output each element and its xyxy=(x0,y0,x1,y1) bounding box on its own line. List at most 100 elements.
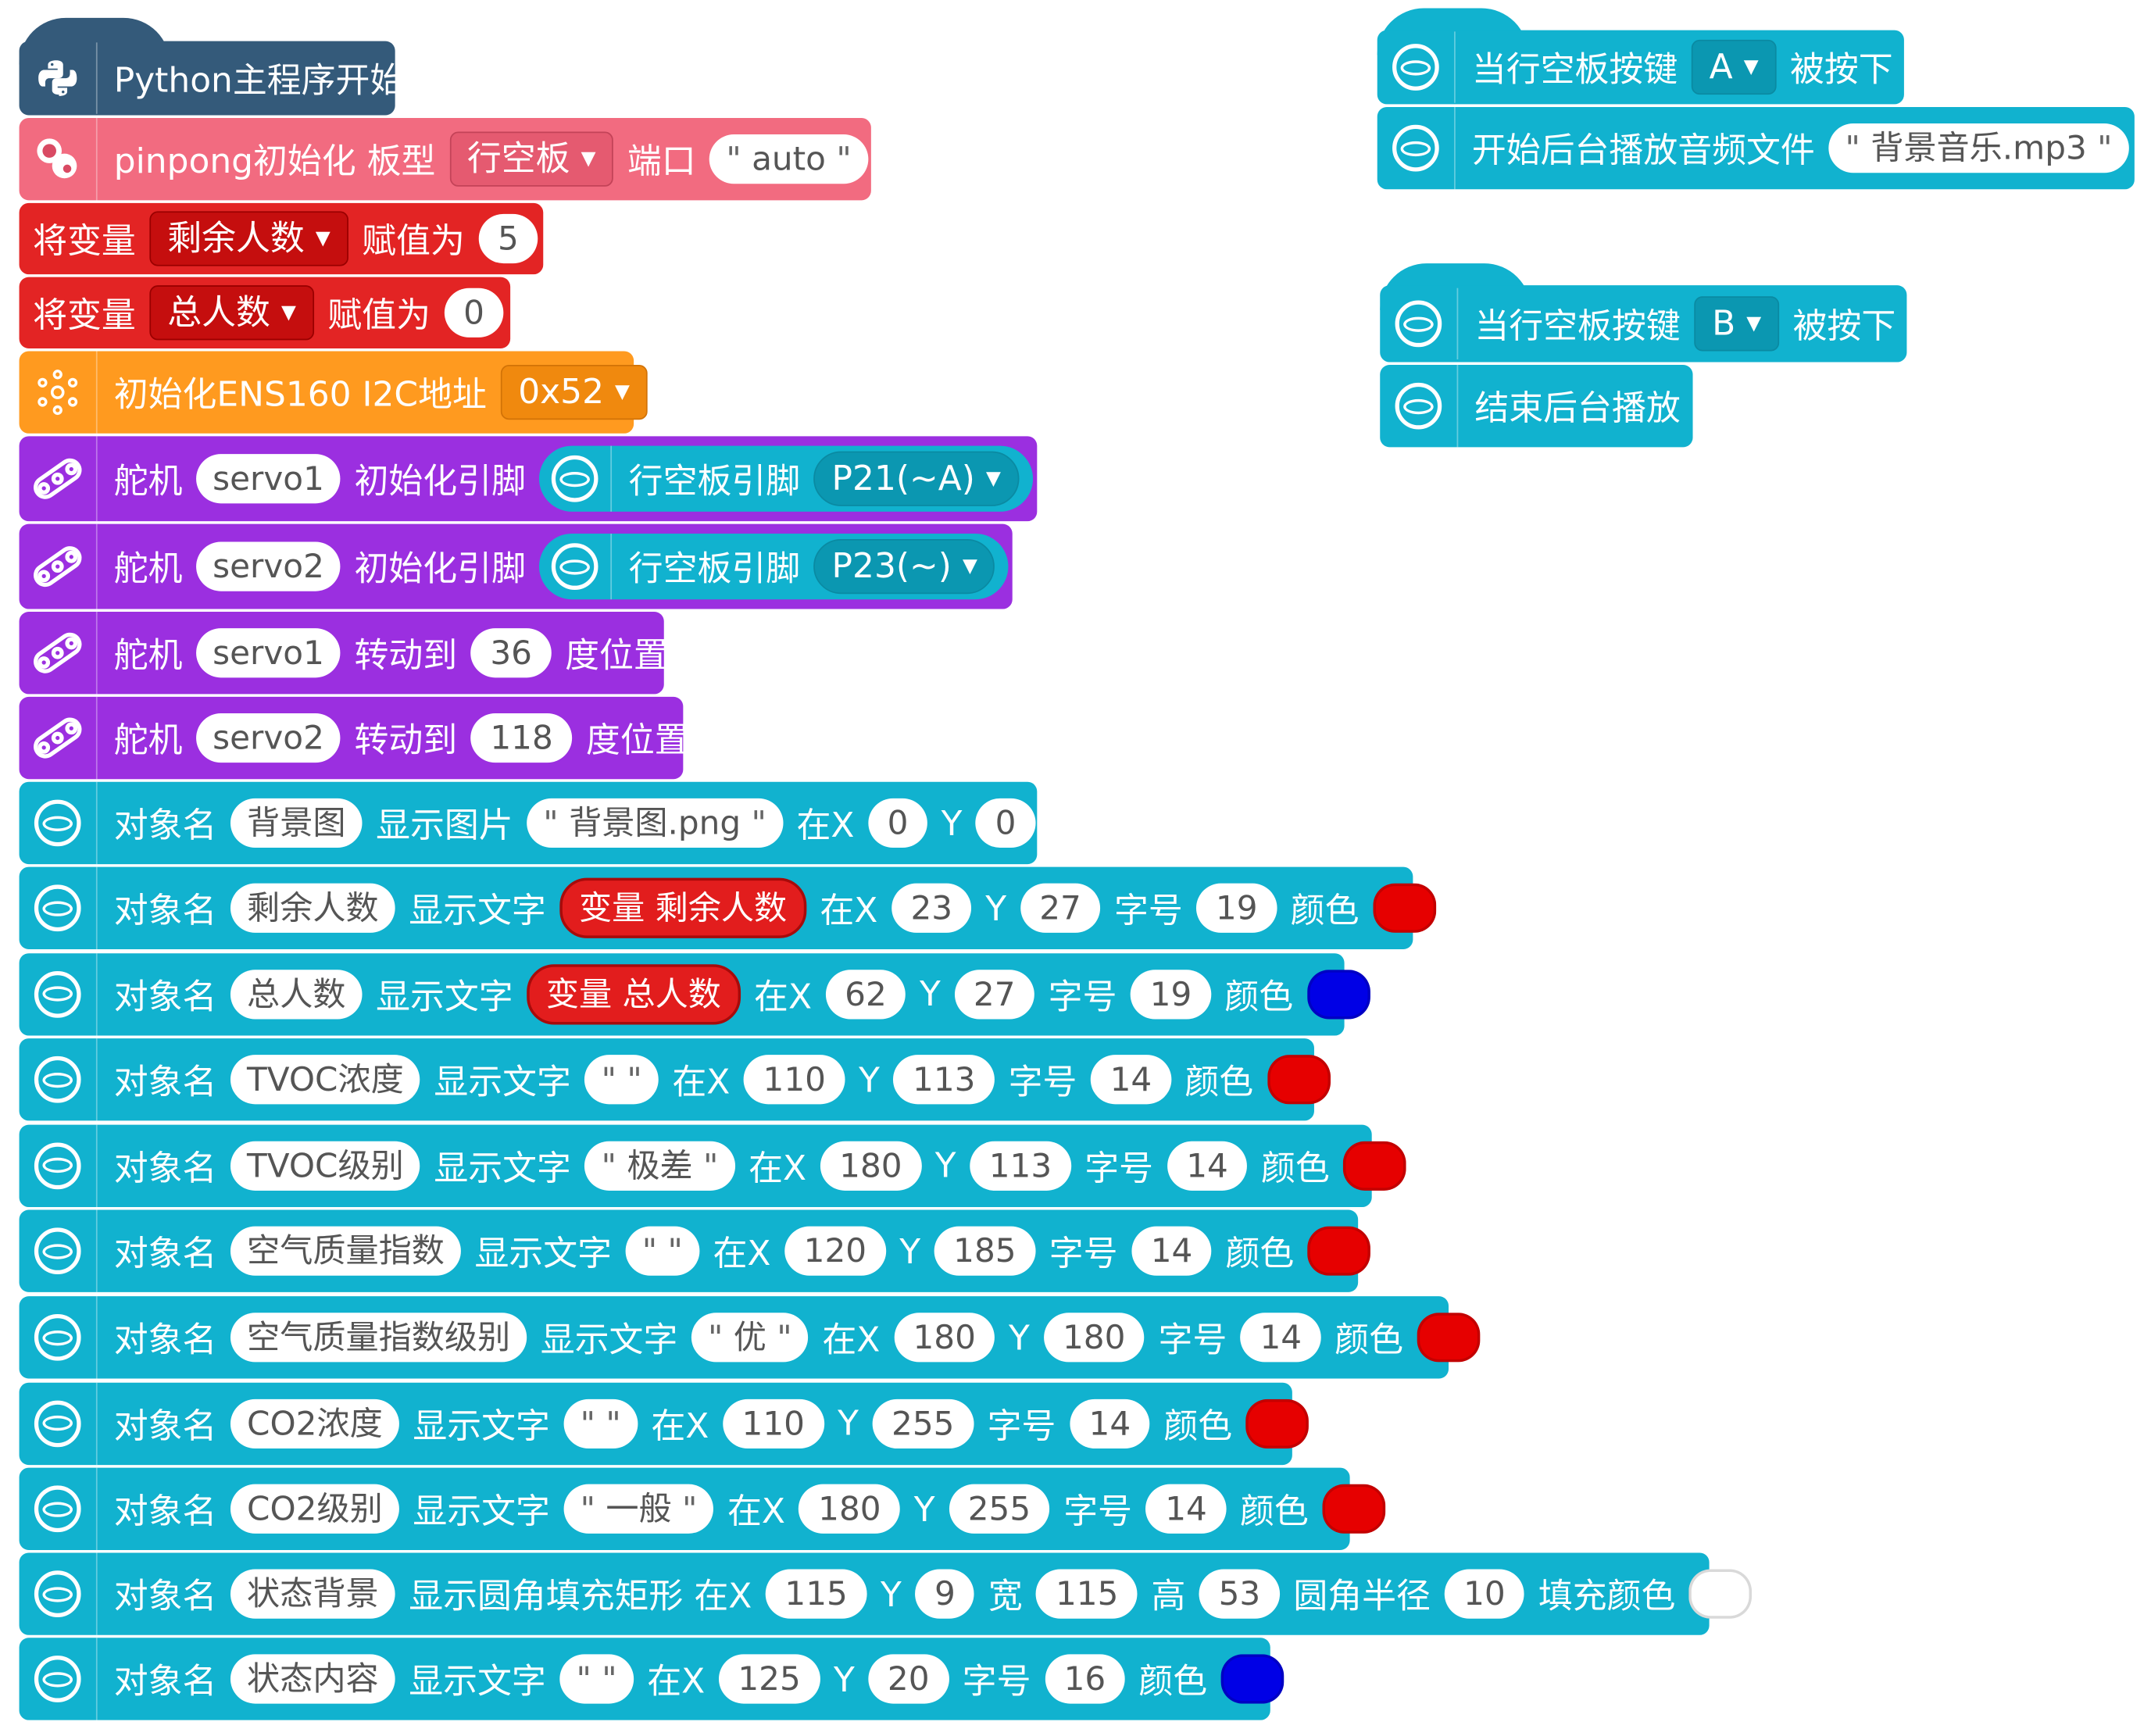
key-dropdown[interactable]: B▼ xyxy=(1694,296,1780,352)
x-input[interactable]: 0 xyxy=(868,798,928,848)
variable-dropdown[interactable]: 总人数▼ xyxy=(149,285,314,341)
x-input[interactable]: 180 xyxy=(893,1313,995,1363)
font-size-input[interactable]: 14 xyxy=(1167,1141,1248,1191)
variable-dropdown[interactable]: 剩余人数▼ xyxy=(149,211,348,266)
x-input[interactable]: 120 xyxy=(784,1227,886,1277)
servo-init-block[interactable]: 舵机 servo1 初始化引脚 行空板引脚 P21(~A)▼ xyxy=(19,436,1038,522)
file-input[interactable]: 背景图.png xyxy=(527,798,783,848)
x-input[interactable]: 115 xyxy=(765,1569,867,1619)
address-dropdown[interactable]: 0x52▼ xyxy=(500,365,648,420)
x-input[interactable]: 110 xyxy=(722,1398,824,1448)
servo-init-block[interactable]: 舵机 servo2 初始化引脚 行空板引脚 P23(~)▼ xyxy=(19,523,1013,609)
pin-dropdown[interactable]: P21(~A)▼ xyxy=(813,451,1019,506)
object-name-input[interactable]: 空气质量指数级别 xyxy=(230,1313,527,1363)
pin-reporter-block[interactable]: 行空板引脚 P21(~A)▼ xyxy=(539,445,1033,512)
display-text-block[interactable]: 对象名 剩余人数 显示文字 变量 剩余人数 在X 23 Y 27 字号 19 颜… xyxy=(19,866,1436,949)
color-picker[interactable] xyxy=(1306,969,1370,1019)
value-input[interactable]: 0 xyxy=(444,288,504,338)
font-size-input[interactable]: 14 xyxy=(1145,1484,1227,1534)
y-input[interactable]: 27 xyxy=(954,969,1035,1019)
fill-color-picker[interactable] xyxy=(1689,1569,1753,1619)
variable-reporter[interactable]: 变量 剩余人数 xyxy=(559,877,806,938)
object-name-input[interactable]: CO2级别 xyxy=(230,1484,399,1534)
board-dropdown[interactable]: 行空板▼ xyxy=(448,131,614,187)
object-name-input[interactable]: 剩余人数 xyxy=(230,883,395,933)
display-image-block[interactable]: 对象名 背景图 显示图片 背景图.png 在X 0 Y 0 xyxy=(19,781,1038,865)
y-input[interactable]: 113 xyxy=(893,1055,995,1105)
color-picker[interactable] xyxy=(1307,1227,1371,1277)
angle-input[interactable]: 36 xyxy=(470,628,552,678)
text-input[interactable]: 优 xyxy=(691,1313,809,1363)
font-size-input[interactable]: 16 xyxy=(1045,1654,1125,1704)
object-name-input[interactable]: 状态背景 xyxy=(230,1569,395,1619)
object-name-input[interactable]: TVOC级别 xyxy=(230,1141,420,1191)
color-picker[interactable] xyxy=(1417,1313,1481,1363)
height-input[interactable]: 53 xyxy=(1199,1569,1280,1619)
stop-audio-block[interactable]: 结束后台播放 xyxy=(1380,365,1693,448)
ens160-init-block[interactable]: 初始化ENS160 I2C地址 0x52▼ xyxy=(19,351,648,434)
text-input[interactable] xyxy=(559,1654,634,1704)
color-picker[interactable] xyxy=(1267,1055,1331,1105)
object-name-input[interactable]: 状态内容 xyxy=(230,1654,395,1704)
font-size-input[interactable]: 14 xyxy=(1240,1313,1321,1363)
text-input[interactable]: 极差 xyxy=(584,1141,735,1191)
object-name-input[interactable]: 总人数 xyxy=(230,969,363,1019)
variable-reporter[interactable]: 变量 总人数 xyxy=(527,963,741,1024)
object-name-input[interactable]: 空气质量指数 xyxy=(230,1227,461,1277)
set-variable-block[interactable]: 将变量 剩余人数▼ 赋值为 5 xyxy=(19,202,544,275)
when-key-a-pressed-block[interactable]: 当行空板按键 A▼ 被按下 xyxy=(1377,30,1904,105)
python-main-start-block[interactable]: Python主程序开始 xyxy=(19,41,404,116)
display-text-block[interactable]: 对象名 TVOC浓度 显示文字 在X 110 Y 113 字号 14 颜色 xyxy=(19,1038,1331,1121)
text-input[interactable] xyxy=(584,1055,659,1105)
servo-move-block[interactable]: 舵机 servo2 转动到 118 度位置 xyxy=(19,696,689,780)
color-picker[interactable] xyxy=(1343,1141,1407,1191)
servo-name-input[interactable]: servo1 xyxy=(196,628,341,678)
y-input[interactable]: 255 xyxy=(872,1398,974,1448)
x-input[interactable]: 180 xyxy=(820,1141,922,1191)
servo-move-block[interactable]: 舵机 servo1 转动到 36 度位置 xyxy=(19,612,668,695)
value-input[interactable]: 5 xyxy=(478,213,538,264)
display-text-block[interactable]: 对象名 总人数 显示文字 变量 总人数 在X 62 Y 27 字号 19 颜色 xyxy=(19,952,1370,1035)
object-name-input[interactable]: CO2浓度 xyxy=(230,1398,399,1448)
y-input[interactable]: 185 xyxy=(934,1227,1036,1277)
font-size-input[interactable]: 14 xyxy=(1131,1227,1212,1277)
pin-dropdown[interactable]: P23(~)▼ xyxy=(813,538,995,595)
font-size-input[interactable]: 19 xyxy=(1131,969,1211,1019)
color-picker[interactable] xyxy=(1373,883,1436,933)
color-picker[interactable] xyxy=(1322,1484,1386,1534)
color-picker[interactable] xyxy=(1220,1654,1285,1704)
port-input[interactable]: auto xyxy=(709,134,868,184)
object-name-input[interactable]: TVOC浓度 xyxy=(230,1055,420,1105)
y-input[interactable]: 20 xyxy=(868,1654,949,1704)
y-input[interactable]: 180 xyxy=(1043,1313,1145,1363)
display-text-block[interactable]: 对象名 空气质量指数级别 显示文字 优 在X 180 Y 180 字号 14 颜… xyxy=(19,1296,1481,1379)
object-name-input[interactable]: 背景图 xyxy=(230,798,363,848)
x-input[interactable]: 125 xyxy=(718,1654,820,1704)
y-input[interactable]: 255 xyxy=(949,1484,1050,1534)
text-input[interactable] xyxy=(625,1227,699,1277)
y-input[interactable]: 0 xyxy=(975,798,1035,848)
servo-name-input[interactable]: servo2 xyxy=(196,713,341,763)
pin-reporter-block[interactable]: 行空板引脚 P23(~)▼ xyxy=(539,533,1009,600)
servo-name-input[interactable]: servo1 xyxy=(196,454,341,504)
color-picker[interactable] xyxy=(1245,1398,1310,1448)
x-input[interactable]: 110 xyxy=(743,1055,845,1105)
y-input[interactable]: 113 xyxy=(970,1141,1071,1191)
display-text-block[interactable]: 对象名 TVOC级别 显示文字 极差 在X 180 Y 113 字号 14 颜色 xyxy=(19,1124,1407,1207)
text-input[interactable]: 一般 xyxy=(563,1484,714,1534)
y-input[interactable]: 27 xyxy=(1020,883,1101,933)
play-audio-block[interactable]: 开始后台播放音频文件 背景音乐.mp3 xyxy=(1377,106,2135,190)
radius-input[interactable]: 10 xyxy=(1444,1569,1525,1619)
text-input[interactable] xyxy=(563,1398,638,1448)
set-variable-block[interactable]: 将变量 总人数▼ 赋值为 0 xyxy=(19,277,511,348)
pinpong-init-block[interactable]: pinpong初始化 板型 行空板▼ 端口 auto xyxy=(19,117,871,201)
font-size-input[interactable]: 14 xyxy=(1069,1398,1150,1448)
when-key-b-pressed-block[interactable]: 当行空板按键 B▼ 被按下 xyxy=(1380,285,1907,363)
angle-input[interactable]: 118 xyxy=(470,713,573,763)
key-dropdown[interactable]: A▼ xyxy=(1691,39,1777,95)
display-text-block[interactable]: 对象名 CO2浓度 显示文字 在X 110 Y 255 字号 14 颜色 xyxy=(19,1382,1310,1465)
display-text-block[interactable]: 对象名 CO2级别 显示文字 一般 在X 180 Y 255 字号 14 颜色 xyxy=(19,1467,1386,1551)
x-input[interactable]: 180 xyxy=(799,1484,901,1534)
font-size-input[interactable]: 14 xyxy=(1091,1055,1171,1105)
